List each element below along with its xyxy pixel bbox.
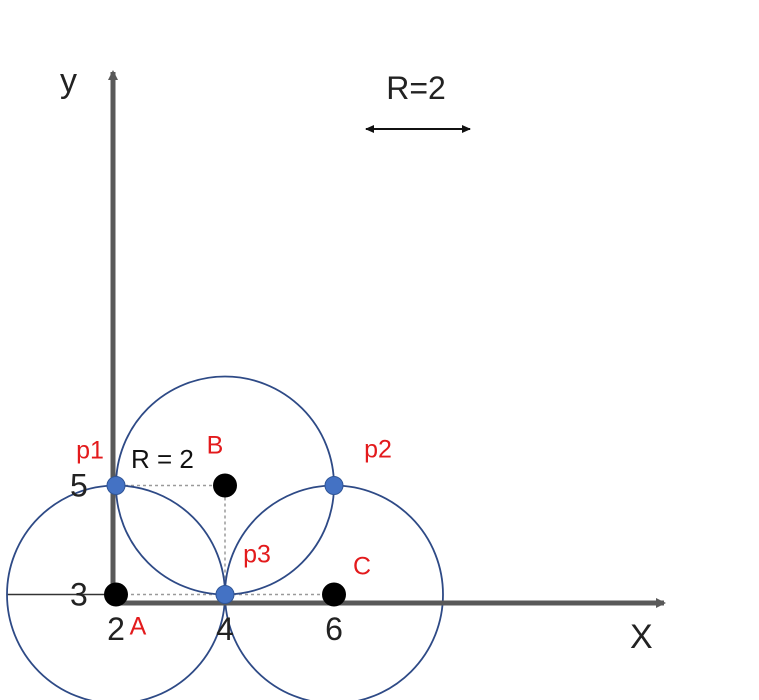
x-tick-label: 4: [216, 611, 234, 647]
points: [104, 473, 346, 607]
center-point-C: [322, 582, 346, 607]
center-label-A: A: [130, 613, 147, 641]
radius-label: R = 2: [131, 444, 194, 474]
y-axis-label: y: [60, 62, 77, 100]
center-label-B: B: [207, 432, 224, 460]
x-tick-label: 6: [325, 611, 343, 647]
x-tick-label: 2: [107, 611, 125, 647]
center-point-B: [213, 473, 237, 498]
x-axis-label: X: [630, 618, 653, 656]
intersection-label-p3: p3: [243, 541, 271, 569]
tick-labels: 2 4 6 3 5: [70, 468, 343, 648]
center-point-A: [104, 582, 128, 607]
center-label-C: C: [353, 553, 371, 581]
intersection-label-p2: p2: [364, 436, 392, 464]
y-tick-label: 3: [70, 577, 88, 613]
intersection-point-p2: [324, 476, 344, 495]
point-labels: A B Cp1 p2 p3: [76, 432, 392, 641]
intersection-label-p1: p1: [76, 437, 104, 465]
y-tick-label: 5: [70, 468, 88, 504]
circles: [6, 375, 444, 700]
intersection-point-p3: [215, 585, 235, 604]
intersection-point-p1: [106, 476, 126, 495]
scale-label: R=2: [386, 70, 446, 106]
